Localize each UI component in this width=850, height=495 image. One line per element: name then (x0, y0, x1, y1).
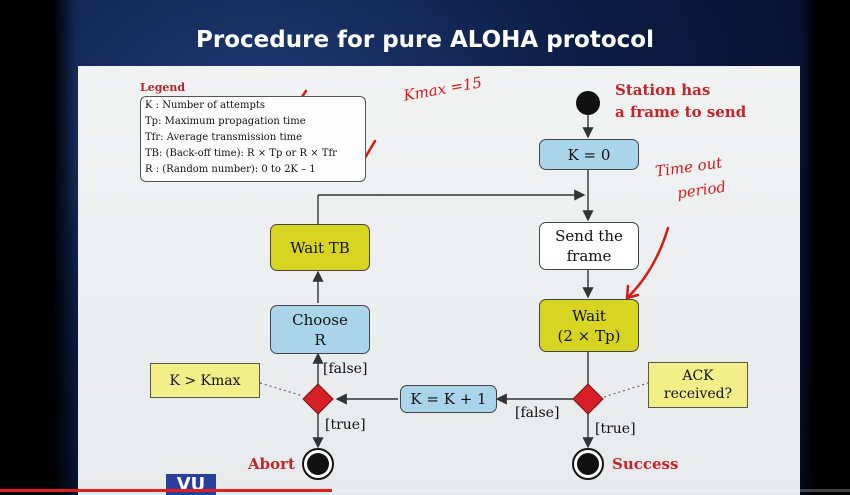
start-node (576, 91, 600, 115)
start-label: a frame to send (615, 103, 747, 121)
abort-node (307, 453, 329, 475)
ack-note-text: received? (663, 386, 733, 402)
wait-2tp-box: Wait (2 × Tp) (539, 299, 639, 352)
edge-label-true: [true] (325, 417, 366, 433)
edge-label-false: [false] (515, 405, 560, 421)
slide-title: Procedure for pure ALOHA protocol (196, 27, 654, 53)
choose-r-text: Choose (292, 310, 348, 329)
increment-box: K = K + 1 (400, 385, 497, 413)
legend-item: K : Number of attempts (145, 100, 265, 111)
k-init-text: K = 0 (567, 145, 611, 164)
choose-r-text: R (314, 330, 326, 349)
success-label: Success (612, 455, 679, 473)
ack-note-text: ACK (682, 368, 714, 384)
wait-tb-text: Wait TB (290, 238, 350, 257)
wait-2tp-text: Wait (572, 306, 606, 325)
video-progress-bar[interactable] (0, 489, 850, 492)
choose-r-box: Choose R (270, 305, 370, 354)
abort-label: Abort (248, 455, 295, 473)
ack-decision (572, 383, 604, 415)
legend-box (140, 96, 366, 182)
legend-item: TB: (Back-off time): R × Tp or R × Tfr (145, 148, 337, 159)
letterbox-left (0, 0, 76, 495)
send-frame-box: Send the frame (539, 222, 639, 270)
wait-tb-box: Wait TB (270, 224, 370, 271)
k-init-box: K = 0 (539, 139, 639, 170)
ack-note: ACK received? (648, 362, 748, 408)
send-frame-text: frame (566, 247, 612, 265)
legend-item: Tfr: Average transmission time (145, 132, 303, 143)
kmax-note-text: K > Kmax (169, 372, 241, 389)
legend-item: R : (Random number): 0 to 2K – 1 (145, 164, 316, 175)
send-frame-text: Send the (555, 227, 623, 245)
timeout-arrow (625, 226, 670, 300)
video-progress-fill (0, 489, 332, 492)
wait-2tp-text: (2 × Tp) (557, 326, 621, 345)
start-label: Station has (615, 81, 711, 99)
letterbox-right (800, 0, 850, 495)
edge-label-true: [true] (595, 421, 636, 437)
kmax-decision (302, 383, 334, 415)
increment-text: K = K + 1 (410, 390, 487, 408)
success-node (577, 453, 599, 475)
edge-label-false: [false] (323, 361, 368, 377)
legend-title: Legend (140, 81, 186, 94)
kmax-note: K > Kmax (150, 363, 260, 398)
legend-item: Tp: Maximum propagation time (145, 116, 306, 127)
